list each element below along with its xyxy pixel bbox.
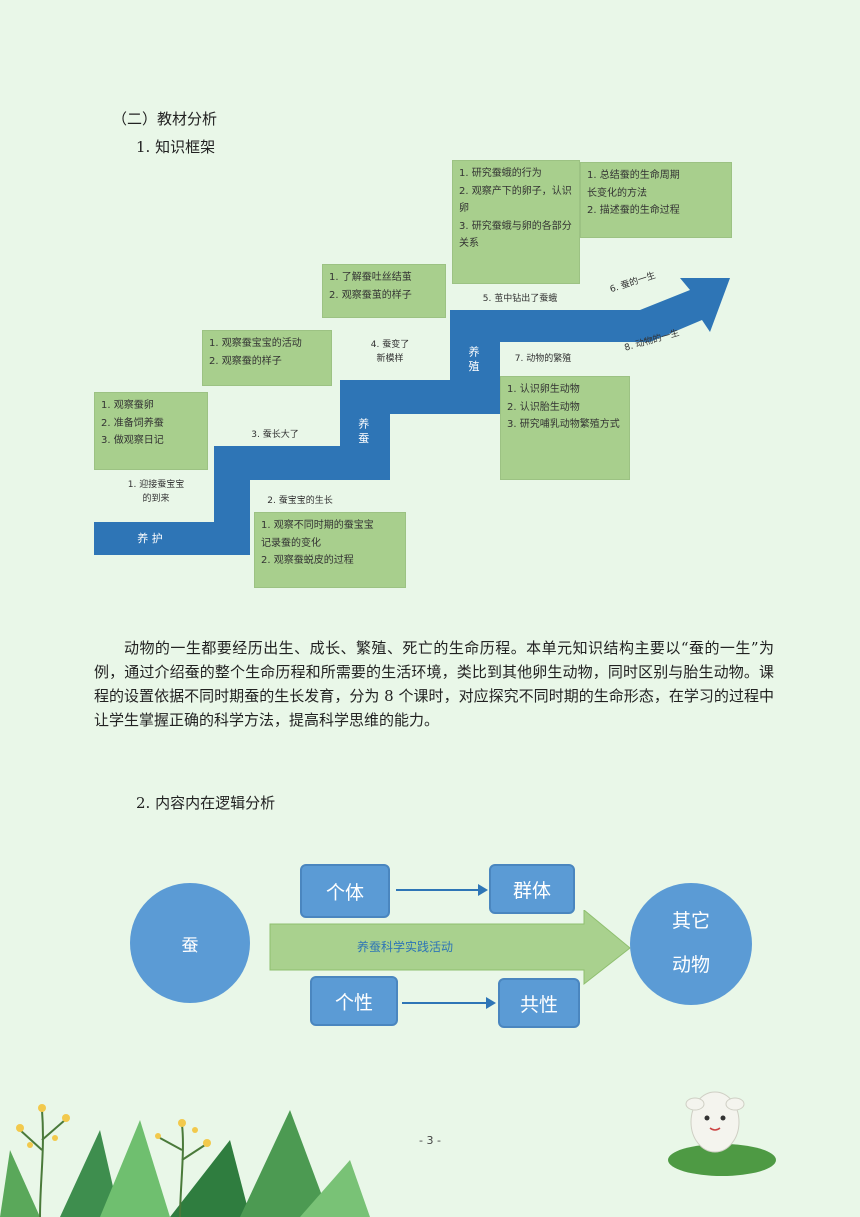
group-box: 群体 [489,864,575,914]
stage5-item: 1. 研究蚕蛾的行为 [459,168,542,179]
individuality-to-commonality-arrow [402,997,496,1009]
stage3-blue-label: 养 蚕 [350,418,376,449]
stage6-item: 长变化的方法 [587,187,647,199]
stage1-item: 1. 观察蚕卵 [101,400,154,411]
other-animals-label-line: 其它 [671,910,710,933]
stage1-item: 2. 准备饲养蚕 [101,417,164,429]
stage2-item: 1. 观察蚕宝宝的活动 [209,338,302,349]
other-animals-circle: 其它 动物 [630,883,752,1005]
commonality-box: 共性 [498,978,580,1028]
stair-step-3 [340,380,452,414]
stage3-item: 2. 观察蚕蜕皮的过程 [261,555,354,566]
individual-box: 个体 [300,864,390,918]
stage1-caption-line: 的到来 [142,494,170,505]
stage4-caption-line: 新模样 [376,354,404,365]
stage5-item: 3. 研究蚕蛾与卵的各部分关系 [459,220,572,250]
stage3-box: 1. 观察不同时期的蚕宝宝 记录蚕的变化 2. 观察蚕蜕皮的过程 [254,512,406,588]
individual-to-group-arrow [396,884,488,896]
stage1-item: 3. 做观察日记 [101,435,164,446]
silkworm-label: 蚕 [181,935,199,956]
subheading-logic-analysis: 2. 内容内在逻辑分析 [136,794,276,812]
stage2-box: 1. 观察蚕宝宝的活动 2. 观察蚕的样子 [202,330,332,386]
page-number: - 3 - [419,1134,441,1147]
stage5-box: 1. 研究蚕蛾的行为 2. 观察产下的卵子，认识卵 3. 研究蚕蛾与卵的各部分关… [452,160,580,284]
progress-arrow [450,278,730,342]
stage5-blue-text: 养 殖 [467,346,480,372]
stage6-item: 1. 总结蚕的生命周期 [587,170,680,181]
stage3-caption: 2. 蚕宝宝的生长 [267,496,333,506]
stage5-lower-item: 1. 认识卵生动物 [507,384,580,395]
stage5-lower-item: 2. 认识胎生动物 [507,401,580,413]
stair-step-2 [214,446,344,480]
stage4-item: 1. 了解蚕吐丝结茧 [329,272,412,283]
practice-activity-label: 养蚕科学实践活动 [356,940,453,954]
stage6-item: 2. 描述蚕的生命过程 [587,205,680,216]
stage5-item: 2. 观察产下的卵子，认识卵 [459,185,572,215]
stage4-box: 1. 了解蚕吐丝结茧 2. 观察蚕茧的样子 [322,264,446,318]
stage2-item: 2. 观察蚕的样子 [209,355,282,367]
stage4-item: 2. 观察蚕茧的样子 [329,289,412,301]
silkworm-circle: 蚕 [130,883,250,1003]
stage4-caption-line: 4. 蚕变了 [370,340,410,350]
stage5-caption: 5. 茧中钻出了蚕蛾 [482,294,558,304]
stage1-caption: 1. 迎接蚕宝宝 的到来 [106,478,206,507]
knowledge-framework-diagram: 1. 观察蚕卵 2. 准备饲养蚕 3. 做观察日记 1. 迎接蚕宝宝 的到来 养… [0,0,860,600]
subheading-knowledge-framework: 1. 知识框架 [136,138,216,156]
mascot-on-leaf-illustration [668,1091,776,1176]
stage2-caption: 3. 蚕长大了 [251,430,299,440]
stage3-item: 记录蚕的变化 [261,537,321,549]
stage6-box: 1. 总结蚕的生命周期 长变化的方法 2. 描述蚕的生命过程 [580,162,732,238]
stage3-blue-text: 养 蚕 [356,418,370,444]
stage5-lower-box: 1. 认识卵生动物 2. 认识胎生动物 3. 研究哺乳动物繁殖方式 [500,376,630,480]
stage1-caption-line: 1. 迎接蚕宝宝 [127,480,185,490]
other-animals-label-line: 动物 [671,954,710,976]
decorative-plants-illustration [0,1104,370,1217]
practice-activity-arrow [269,910,631,986]
stage4-caption: 4. 蚕变了 新模样 [350,338,430,367]
stage5-lower-caption: 7. 动物的繁殖 [514,354,572,364]
body-paragraph: 动物的一生都要经历出生、成长、繁殖、死亡的生命历程。本单元知识结构主要以“蚕的一… [94,639,774,729]
stage1-blue-label: 养 护 [137,532,163,545]
stage1-box: 1. 观察蚕卵 2. 准备饲养蚕 3. 做观察日记 [94,392,208,470]
individuality-box: 个性 [310,976,398,1026]
section-heading: （二）教材分析 [112,110,218,128]
stage3-item: 1. 观察不同时期的蚕宝宝 [261,520,374,531]
stage5-blue-label: 养 殖 [460,346,486,375]
stage5-lower-item: 3. 研究哺乳动物繁殖方式 [507,419,620,430]
